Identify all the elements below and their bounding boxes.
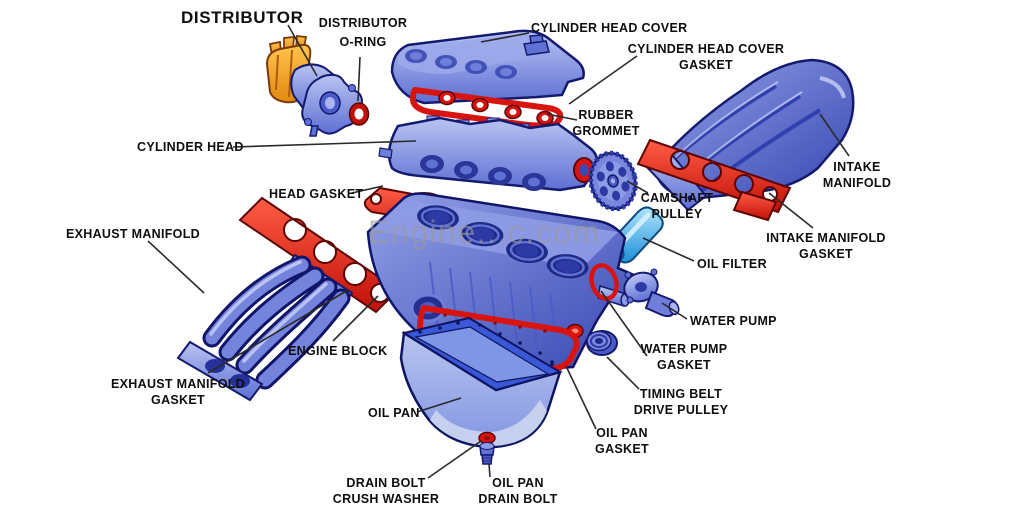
label-exhaust-manifold-gasket: EXHAUST MANIFOLD GASKET bbox=[111, 376, 245, 408]
part-distributor-o-ring bbox=[348, 102, 370, 126]
label-water-pump: WATER PUMP bbox=[690, 314, 777, 328]
label-line-2: PULLEY bbox=[651, 207, 703, 221]
label-line-1: EXHAUST MANIFOLD bbox=[111, 377, 245, 391]
part-cylinder-head bbox=[378, 115, 599, 192]
part-camshaft-pulley bbox=[588, 150, 638, 212]
label-intake-manifold-gasket: INTAKE MANIFOLD GASKET bbox=[766, 230, 886, 262]
label-line-1: DRAIN BOLT bbox=[346, 476, 426, 490]
label-line-2: GASKET bbox=[657, 358, 711, 372]
part-timing-belt-drive-pulley bbox=[586, 330, 618, 356]
label-line-2: DRIVE PULLEY bbox=[633, 403, 729, 417]
part-oil-pan-drain-bolt bbox=[479, 442, 495, 465]
label-line-2: O-RING bbox=[339, 35, 387, 50]
label-line-2: GASKET bbox=[595, 442, 649, 456]
part-water-pump-gasket bbox=[589, 263, 619, 301]
part-cylinder-head-cover bbox=[390, 29, 585, 105]
label-line-1: DISTRIBUTOR bbox=[318, 16, 408, 30]
label-line-1: INTAKE bbox=[833, 160, 881, 174]
part-exhaust-manifold bbox=[176, 253, 354, 402]
label-timing-belt-drive-pulley: TIMING BELT DRIVE PULLEY bbox=[634, 386, 729, 418]
label-oil-pan-gasket: OIL PAN GASKET bbox=[595, 425, 649, 457]
part-oil-pan bbox=[399, 316, 563, 449]
part-intake-manifold-gasket bbox=[636, 138, 792, 222]
label-camshaft-pulley: CAMSHAFT PULLEY bbox=[641, 190, 714, 222]
watermark-text: Engine...c.com bbox=[368, 214, 601, 250]
label-line-2: DRAIN BOLT bbox=[478, 492, 558, 506]
label-cylinder-head-cover-gasket: CYLINDER HEAD COVER GASKET bbox=[628, 41, 784, 73]
label-exhaust-manifold: EXHAUST MANIFOLD bbox=[66, 227, 200, 241]
label-line-2: GASKET bbox=[151, 393, 205, 407]
label-line-2: CRUSH WASHER bbox=[332, 492, 440, 506]
label-line-2: GASKET bbox=[799, 247, 853, 261]
label-water-pump-gasket: WATER PUMP GASKET bbox=[641, 341, 728, 373]
label-oil-filter: OIL FILTER bbox=[697, 257, 767, 271]
label-head-gasket: HEAD GASKET bbox=[269, 187, 364, 201]
label-oil-pan-drain-bolt: OIL PAN DRAIN BOLT bbox=[478, 475, 557, 507]
part-distributor bbox=[265, 35, 364, 137]
label-cylinder-head-cover: CYLINDER HEAD COVER bbox=[531, 21, 688, 35]
part-drain-bolt-crush-washer bbox=[478, 431, 496, 445]
label-line-1: OIL PAN bbox=[492, 476, 544, 490]
label-drain-bolt-crush-washer: DRAIN BOLT CRUSH WASHER bbox=[333, 475, 439, 507]
label-line-2: MANIFOLD bbox=[822, 176, 892, 190]
label-line-2: GASKET bbox=[679, 58, 733, 72]
label-line-1: CAMSHAFT bbox=[640, 191, 714, 205]
part-exhaust-manifold-gasket bbox=[238, 196, 400, 314]
label-cylinder-head: CYLINDER HEAD bbox=[137, 140, 244, 154]
label-line-1: OIL PAN bbox=[596, 426, 648, 440]
label-distributor-o-ring: DISTRIBUTOR O-RING bbox=[319, 14, 408, 53]
label-line-1: RUBBER bbox=[578, 108, 634, 122]
label-line-2: GROMMET bbox=[572, 124, 640, 138]
label-oil-pan: OIL PAN bbox=[368, 406, 420, 420]
label-line-1: INTAKE MANIFOLD bbox=[766, 231, 886, 245]
part-intake-manifold bbox=[640, 58, 855, 212]
label-line-1: CYLINDER HEAD COVER bbox=[627, 42, 785, 56]
part-water-pump bbox=[623, 268, 680, 318]
label-intake-manifold: INTAKE MANIFOLD bbox=[823, 159, 891, 191]
label-distributor: DISTRIBUTOR bbox=[181, 8, 304, 27]
label-rubber-grommet: RUBBER GROMMET bbox=[572, 107, 639, 139]
leader-lines bbox=[147, 24, 850, 479]
label-line-1: WATER PUMP bbox=[640, 342, 728, 356]
label-engine-block: ENGINE BLOCK bbox=[288, 344, 388, 358]
label-line-1: TIMING BELT bbox=[639, 387, 723, 401]
